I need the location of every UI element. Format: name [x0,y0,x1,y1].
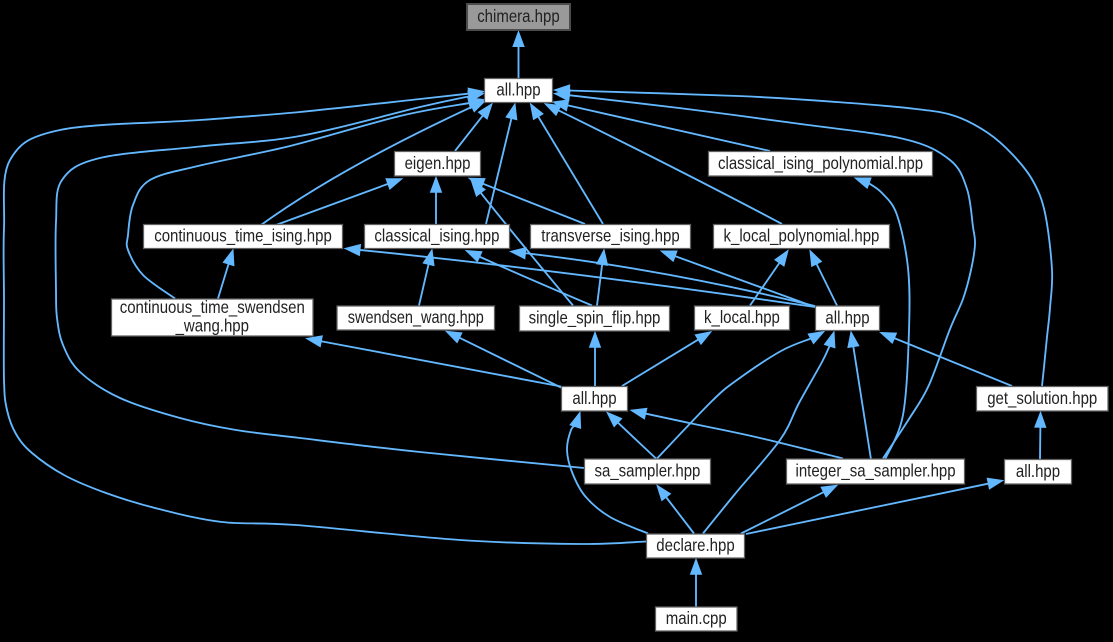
svg-text:chimera.hpp: chimera.hpp [477,6,560,26]
svg-text:declare.hpp: declare.hpp [656,535,734,555]
svg-text:_wang.hpp: _wang.hpp [175,316,249,337]
svg-text:single_spin_flip.hpp: single_spin_flip.hpp [529,308,661,329]
svg-text:swendsen_wang.hpp: swendsen_wang.hpp [348,307,484,328]
svg-text:get_solution.hpp: get_solution.hpp [987,388,1097,409]
svg-text:main.cpp: main.cpp [666,608,727,628]
svg-text:all.hpp: all.hpp [1016,461,1060,481]
svg-text:continuous_time_swendsen: continuous_time_swendsen [120,297,305,318]
svg-text:classical_ising.hpp: classical_ising.hpp [374,226,499,247]
svg-text:transverse_ising.hpp: transverse_ising.hpp [541,226,679,247]
svg-text:k_local_polynomial.hpp: k_local_polynomial.hpp [724,226,880,247]
svg-text:k_local.hpp: k_local.hpp [704,307,780,328]
svg-text:continuous_time_ising.hpp: continuous_time_ising.hpp [154,226,332,247]
svg-text:sa_sampler.hpp: sa_sampler.hpp [595,461,701,482]
svg-text:all.hpp: all.hpp [496,80,540,100]
svg-text:eigen.hpp: eigen.hpp [405,153,471,173]
svg-text:all.hpp: all.hpp [572,388,616,408]
svg-text:all.hpp: all.hpp [825,307,869,327]
svg-text:integer_sa_sampler.hpp: integer_sa_sampler.hpp [796,461,956,482]
svg-text:classical_ising_polynomial.hpp: classical_ising_polynomial.hpp [718,153,923,174]
